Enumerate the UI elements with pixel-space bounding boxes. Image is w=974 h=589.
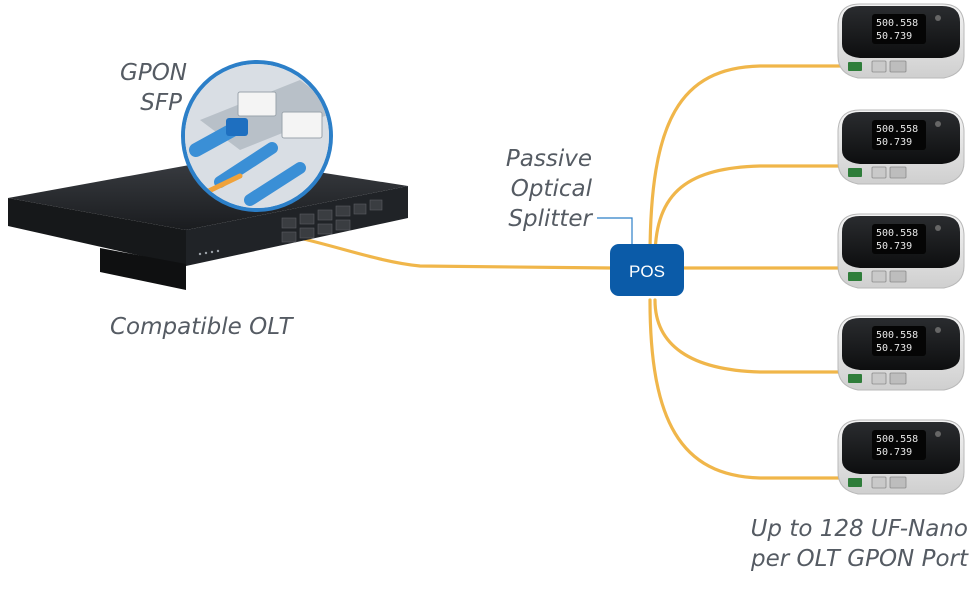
fiber-lines (293, 64, 860, 480)
pos-splitter: POS (610, 244, 684, 296)
fiber-to-onu-2 (653, 164, 854, 260)
gpon-sfp-callout (181, 60, 333, 212)
fiber-to-onu-5 (648, 298, 860, 480)
gpon-sfp-label: GPON SFP (120, 60, 188, 116)
uf-nano-devices (837, 3, 965, 495)
fiber-to-onu-4 (653, 298, 854, 374)
olt-label: Compatible OLT (110, 314, 293, 340)
uf-nano-2 (837, 109, 965, 185)
splitter-leader-line (597, 217, 633, 248)
uf-nano-3 (837, 213, 965, 289)
uf-nano-5 (837, 419, 965, 495)
splitter-label: Passive Optical Splitter (505, 146, 592, 232)
fiber-olt-to-pos (293, 235, 614, 270)
pos-label: POS (629, 262, 665, 281)
uf-nano-4 (837, 315, 965, 391)
onu-caption: Up to 128 UF-Nano per OLT GPON Port (750, 516, 968, 572)
olt-device (8, 158, 408, 290)
uf-nano-1 (837, 3, 965, 79)
fiber-to-onu-1 (648, 64, 860, 260)
